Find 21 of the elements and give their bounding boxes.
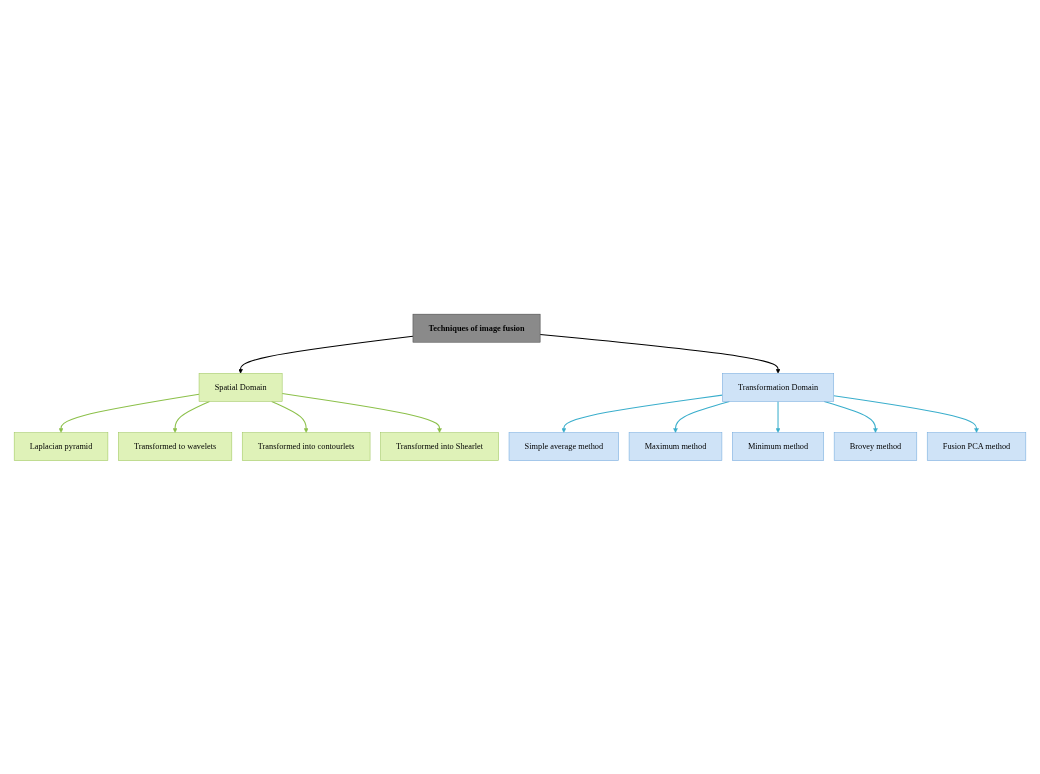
arrow [281,392,442,433]
arrow [172,400,211,433]
node-box: Laplacian pyramid [13,431,109,461]
node-box: Minimum method [732,431,824,461]
arrow [271,400,309,433]
node-box: Techniques of image fusion [412,313,541,343]
node-box: Transformed into Shearlet [380,431,499,461]
arrow [833,394,979,433]
node-box: Transformation Domain [722,372,834,402]
node-box: Transformed into contourlets [241,431,371,461]
arrow [561,394,723,433]
node-box: Simple average method [508,431,619,461]
node-box: Maximum method [628,431,723,461]
arrow [238,335,414,374]
node-box: Fusion PCA method [926,431,1027,461]
arrow [775,400,781,433]
node-box: Brovey method [833,431,918,461]
node-box: Transformed to wavelets [118,431,233,461]
node-box: Spatial Domain [198,372,283,402]
arrow [58,393,200,433]
arrow [539,333,781,374]
